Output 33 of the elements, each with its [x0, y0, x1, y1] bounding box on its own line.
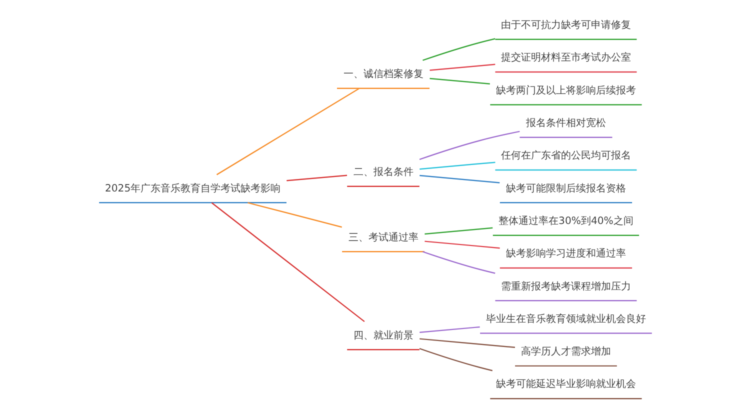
node-text: 四、就业前景 [352, 330, 413, 342]
node-text: 高学历人才需求增加 [520, 346, 610, 358]
connector [286, 174, 347, 182]
connector [424, 227, 492, 235]
node-text: 二、报名条件 [352, 166, 413, 178]
connector [419, 338, 515, 348]
node-text: 缺考可能限制后续报名资格 [505, 183, 626, 194]
connector [424, 240, 500, 249]
node-text: 需重新报考缺考课程增加压力 [500, 281, 630, 292]
connector [216, 88, 359, 176]
connector [422, 38, 495, 61]
node-text: 三、考试通过率 [348, 232, 418, 244]
node-text: 缺考影响学习进度和通过率 [505, 248, 626, 260]
connector [419, 162, 495, 170]
connector [210, 202, 364, 322]
connector [247, 202, 342, 228]
node-text: 报名条件相对宽松 [525, 118, 606, 130]
connector [418, 348, 492, 372]
node-text: 提交证明材料至市考试办公室 [500, 52, 630, 64]
connector [422, 251, 495, 274]
node-text: 缺考可能延迟毕业影响就业机会 [495, 379, 636, 390]
connector [418, 130, 520, 160]
node-text: 由于不可抗力缺考可申请修复 [500, 20, 630, 32]
node-text: 缺考两门及以上将影响后续报考 [495, 85, 636, 96]
connector [419, 174, 500, 184]
node-text: 整体通过率在30%到40%之间 [498, 216, 633, 227]
node-text: 2025年广东音乐教育自学考试缺考影响 [104, 183, 280, 194]
node-text: 一、诚信档案修复 [342, 69, 423, 80]
connector [429, 78, 490, 85]
node-text: 任何在广东省的公民均可报名 [500, 150, 630, 162]
connector [429, 64, 495, 71]
connector [419, 326, 480, 334]
node-text: 毕业生在音乐教育领域就业机会良好 [485, 314, 646, 325]
